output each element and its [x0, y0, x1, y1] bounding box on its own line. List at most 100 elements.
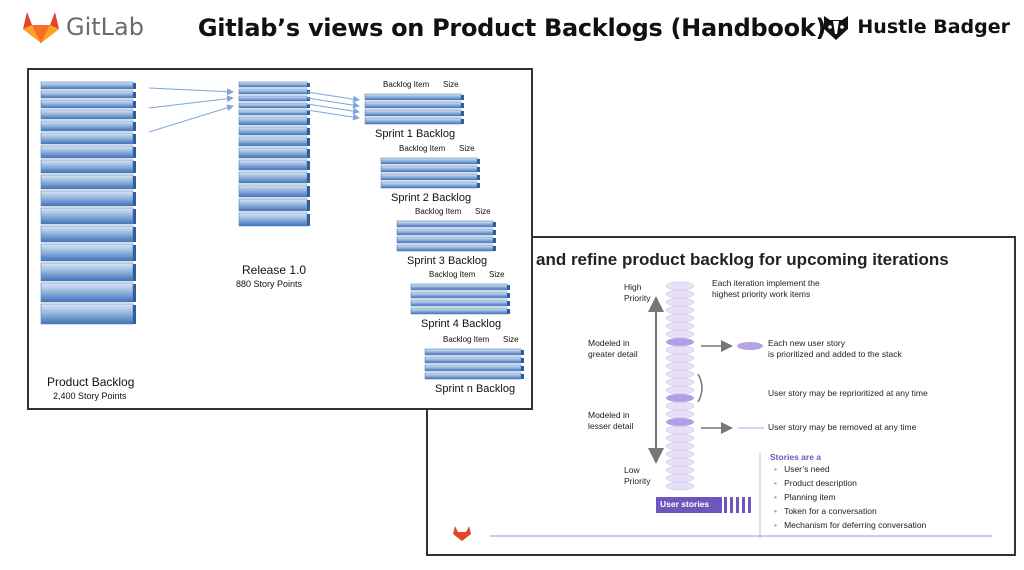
story-disk	[665, 393, 695, 403]
sprint-column-size-header: Size	[489, 270, 505, 279]
product-backlog-item	[40, 174, 134, 190]
sprint-item	[396, 244, 494, 252]
story-disk	[665, 377, 695, 387]
release-item	[238, 159, 308, 171]
note-reprioritized: User story may be reprioritized at any t…	[768, 388, 928, 398]
story-disk	[665, 337, 695, 347]
stories-list-item: • Product description	[774, 478, 857, 488]
release-item	[238, 95, 308, 102]
badger-icon	[824, 16, 849, 40]
release-item	[238, 126, 308, 136]
user-story-stack	[665, 281, 695, 491]
story-disk	[665, 289, 695, 299]
sprint-backlog-label: Sprint 1 Backlog	[375, 128, 456, 140]
story-disk	[665, 369, 695, 379]
story-disk	[665, 297, 695, 307]
sprint-item	[380, 165, 478, 173]
sprint-item	[410, 291, 508, 299]
product-backlog-item	[40, 81, 134, 90]
sprint-item	[364, 109, 462, 117]
story-disk	[665, 465, 695, 475]
story-disk	[665, 481, 695, 491]
sprint-item	[424, 348, 522, 356]
product-backlog-points: 2,400 Story Points	[53, 391, 127, 401]
priority-stack-diagram	[453, 281, 992, 541]
release-label: Release 1.0	[242, 263, 307, 277]
sprint-column-size-header: Size	[459, 144, 475, 153]
sprint-item	[410, 299, 508, 307]
story-disk	[665, 409, 695, 419]
sprint-item	[364, 93, 462, 101]
release-item	[238, 184, 308, 198]
product-backlog-item	[40, 90, 134, 99]
product-backlog-item	[40, 303, 134, 325]
product-backlog-item	[40, 262, 134, 282]
sprint-column-item-header: Backlog Item	[383, 80, 430, 89]
product-backlog-stack	[40, 81, 136, 325]
story-disk	[665, 441, 695, 451]
release-item	[238, 212, 308, 227]
product-backlog-item	[40, 120, 134, 132]
sprint-item	[396, 228, 494, 236]
story-disk	[665, 329, 695, 339]
sprint-item	[424, 356, 522, 364]
sprint-item	[424, 372, 522, 380]
product-backlog-item	[40, 243, 134, 262]
release-item	[238, 171, 308, 184]
flow-arrows	[148, 87, 360, 133]
sprint-column-item-header: Backlog Item	[429, 270, 476, 279]
story-disk	[665, 313, 695, 323]
product-backlog-item	[40, 99, 134, 109]
product-backlog-item	[40, 145, 134, 159]
header: GitLab Gitlab’s views on Product Backlog…	[0, 0, 1024, 62]
user-stories-label: User stories	[660, 499, 710, 509]
reprioritize-bracket	[697, 373, 703, 403]
user-stories-box	[656, 497, 722, 513]
story-disk	[665, 281, 695, 291]
release-item	[238, 88, 308, 95]
story-disk	[665, 345, 695, 355]
release-item	[238, 109, 308, 116]
sprint-item	[380, 173, 478, 181]
story-disk	[665, 361, 695, 371]
story-disk	[665, 401, 695, 411]
sprint-backlog-label: Sprint 4 Backlog	[421, 318, 502, 330]
sprint-stacks	[364, 93, 524, 380]
sprint-column-item-header: Backlog Item	[415, 207, 462, 216]
sprint-item	[380, 181, 478, 189]
product-backlog-item	[40, 282, 134, 303]
backlog-hierarchy-diagram	[40, 81, 524, 380]
hustle-badger-wordmark: Hustle Badger	[857, 16, 1010, 38]
backlog-hierarchy-slide: Product Backlog 2,400 Story Points Relea…	[27, 68, 533, 410]
sprint-column-size-header: Size	[503, 335, 519, 344]
release-item	[238, 136, 308, 147]
release-item	[238, 81, 308, 88]
story-disk	[665, 457, 695, 467]
stories-list-item: • User’s need	[774, 464, 830, 474]
sprint-item	[396, 220, 494, 228]
product-backlog-item	[40, 159, 134, 174]
hustle-badger-logo: Hustle Badger	[821, 12, 1010, 42]
story-disk	[665, 321, 695, 331]
sprint-item	[364, 117, 462, 125]
gitlab-fox-icon	[23, 12, 59, 43]
story-disk	[665, 449, 695, 459]
story-disk	[665, 473, 695, 483]
stories-list-item: • Token for a conversation	[774, 506, 877, 516]
gitlab-wordmark: GitLab	[66, 13, 144, 41]
release-item	[238, 198, 308, 212]
product-backlog-item	[40, 225, 134, 243]
release-stack	[238, 81, 310, 227]
sprint-column-size-header: Size	[443, 80, 459, 89]
release-item	[238, 102, 308, 109]
stories-list-item: • Mechanism for deferring conversation	[774, 520, 927, 530]
product-backlog-item	[40, 207, 134, 225]
sprint-item	[410, 283, 508, 291]
story-disk	[665, 417, 695, 427]
release-item	[238, 116, 308, 126]
